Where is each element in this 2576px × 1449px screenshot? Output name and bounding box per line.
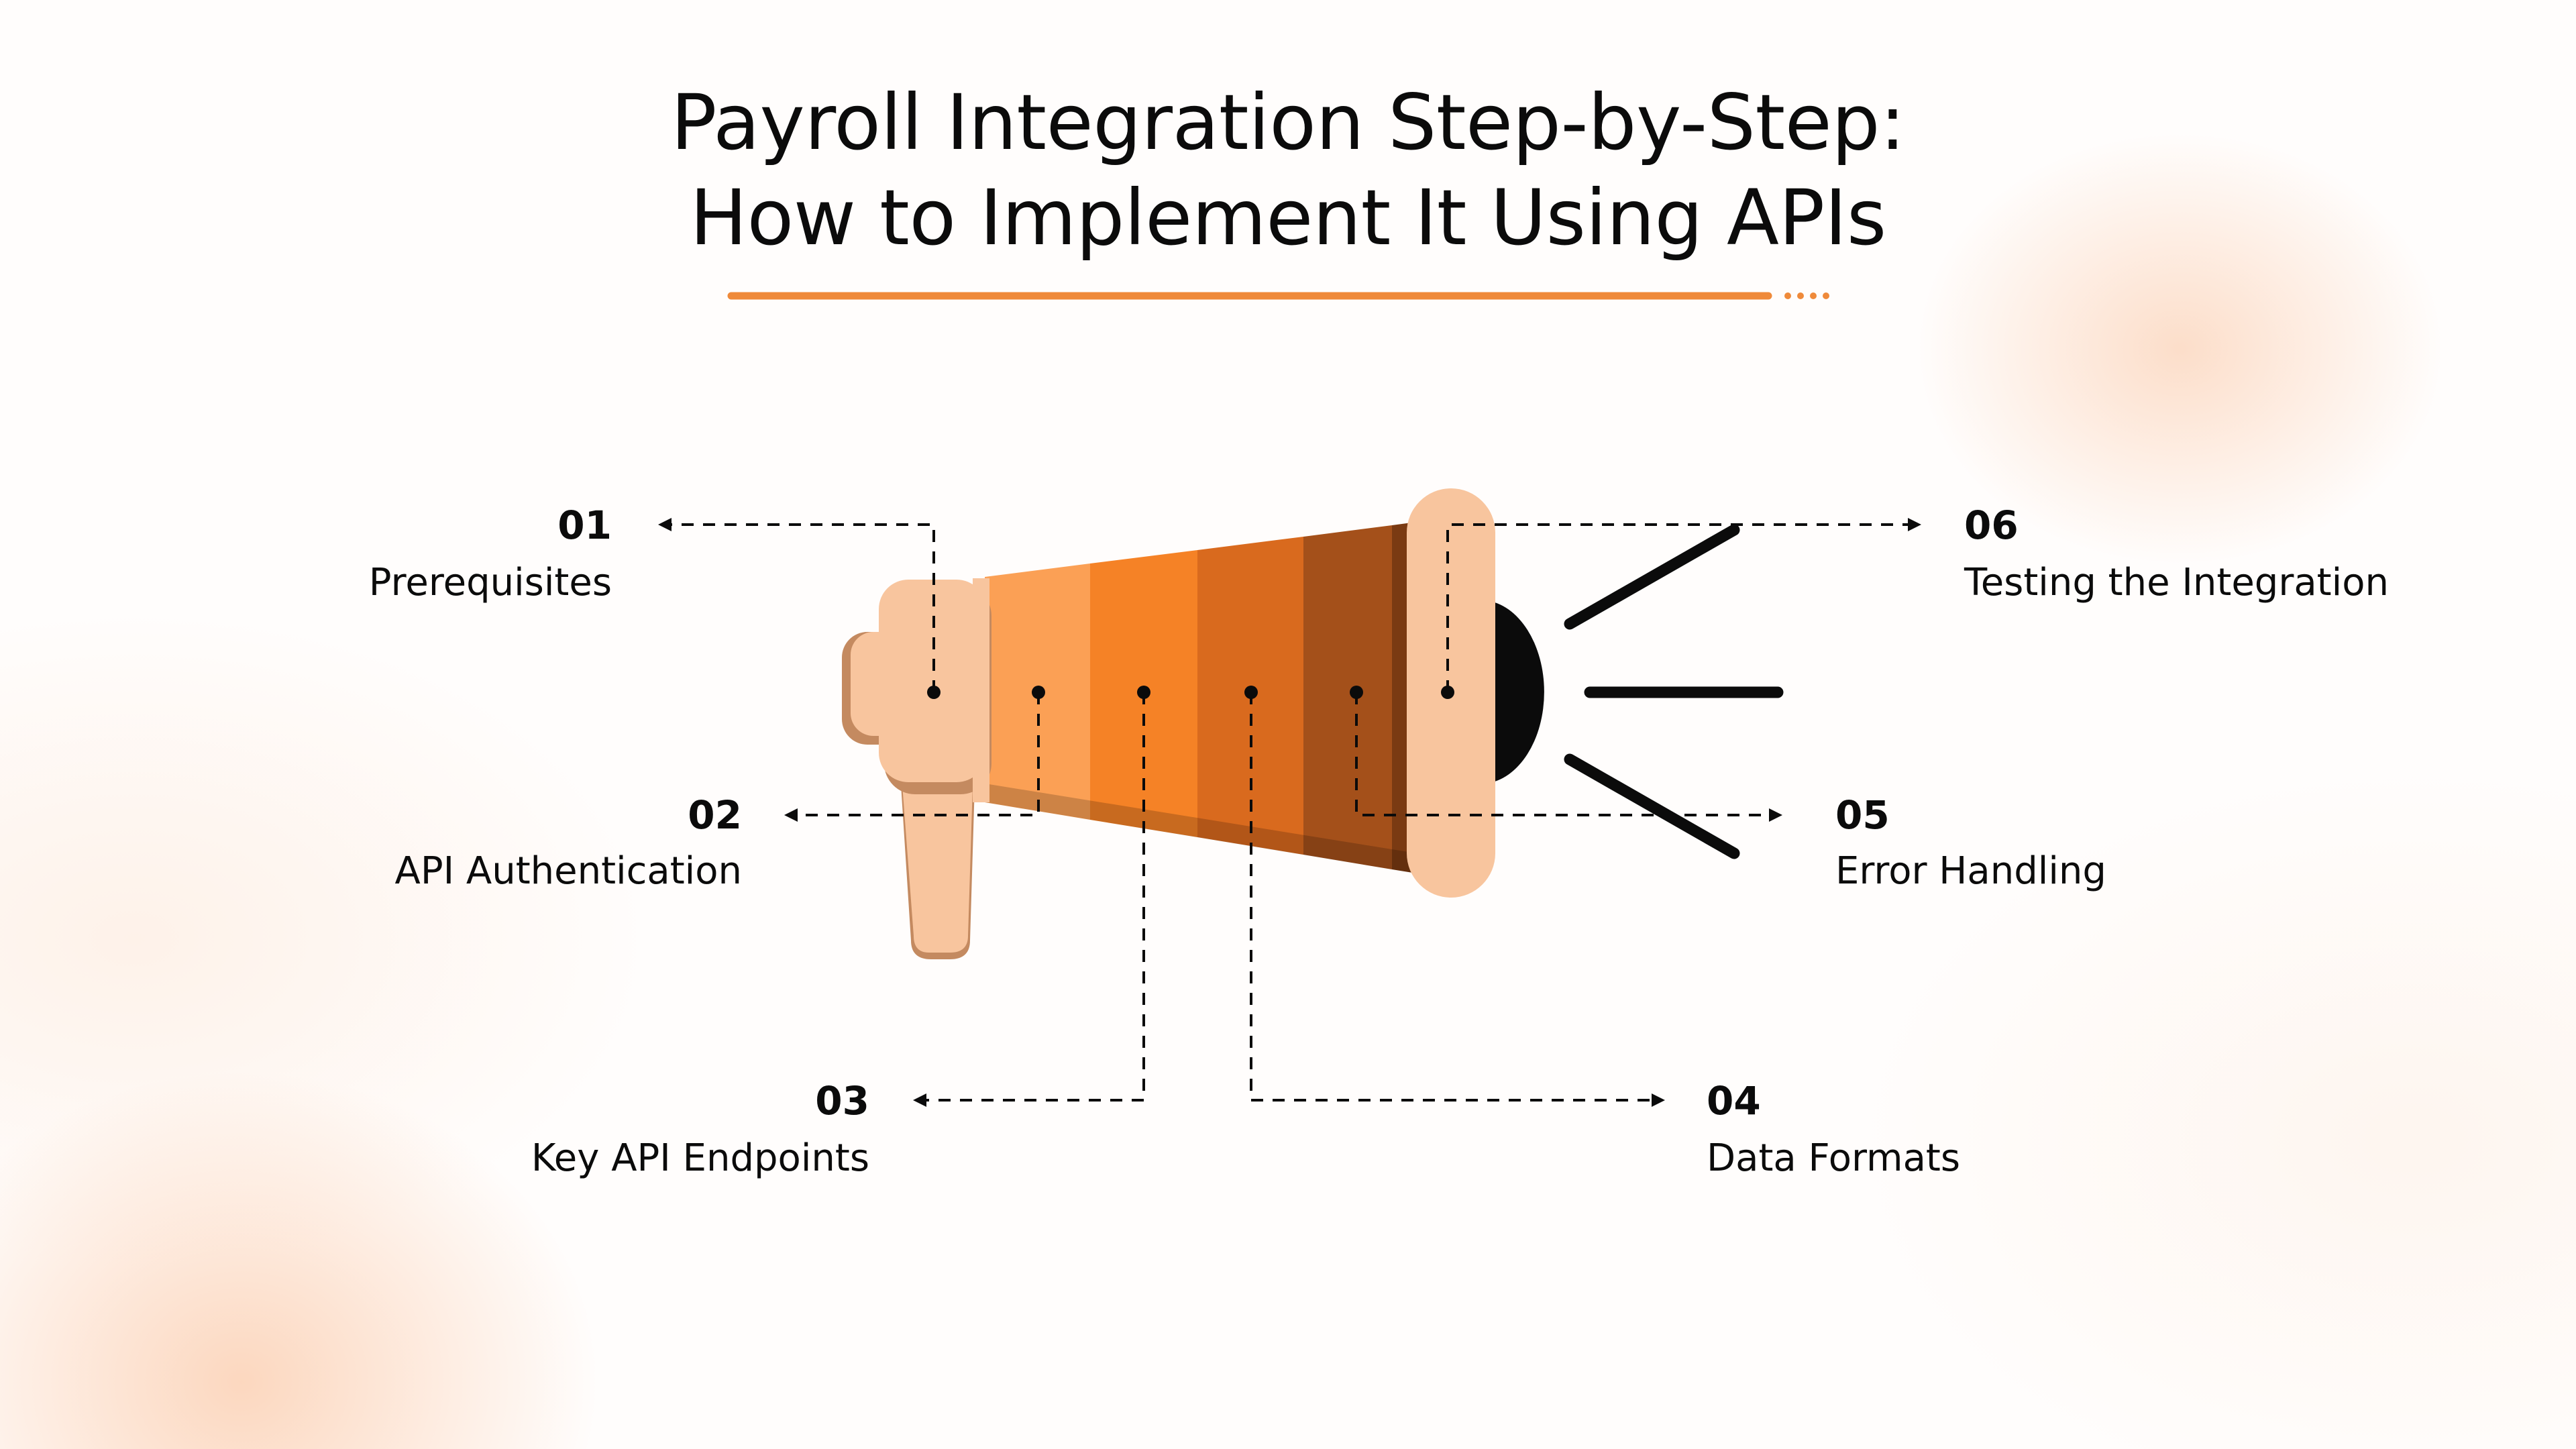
title-underline-dot xyxy=(1784,292,1791,299)
step-label-testing-the-integration: Testing the Integration xyxy=(1964,561,2389,604)
connector-dot-06 xyxy=(1441,686,1454,699)
connector-03 xyxy=(913,692,1145,1107)
horn-bottom-shade xyxy=(985,784,1417,873)
title-underline xyxy=(727,292,1829,300)
title-underline-dot xyxy=(1823,292,1829,299)
sound-line-top xyxy=(1564,524,1740,630)
step-number-05: 05 xyxy=(1835,792,1890,838)
step-number-03: 03 xyxy=(815,1078,869,1124)
step-number-04: 04 xyxy=(1707,1078,1761,1124)
page-title: Payroll Integration Step-by-Step: How to… xyxy=(0,75,2576,266)
connector-dot-03 xyxy=(1137,686,1150,699)
step-number-01: 01 xyxy=(557,502,612,548)
connector-dot-04 xyxy=(1244,686,1258,699)
title-underline-dot xyxy=(1797,292,1804,299)
neck-ring xyxy=(973,578,989,802)
step-label-key-api-endpoints: Key API Endpoints xyxy=(531,1136,869,1180)
connector-dot-05 xyxy=(1350,686,1363,699)
horn-stripe-4 xyxy=(1303,525,1392,869)
connector-04 xyxy=(1250,692,1665,1107)
megaphone-icon xyxy=(842,488,1784,959)
connector-dot-02 xyxy=(1032,686,1045,699)
connector-dot-01 xyxy=(927,686,941,699)
connectors xyxy=(658,518,1921,1107)
title-line-2: How to Implement It Using APIs xyxy=(690,173,1886,262)
step-label-prerequisites: Prerequisites xyxy=(368,561,612,604)
step-number-02: 02 xyxy=(688,792,742,838)
step-label-error-handling: Error Handling xyxy=(1835,849,2106,893)
title-line-1: Payroll Integration Step-by-Step: xyxy=(670,78,1906,167)
step-number-06: 06 xyxy=(1964,502,2019,548)
connector-06 xyxy=(1446,518,1921,692)
handle xyxy=(902,785,973,953)
step-label-data-formats: Data Formats xyxy=(1707,1136,1961,1180)
speaker-cap xyxy=(1486,600,1544,784)
connector-02 xyxy=(784,692,1040,822)
sound-line-bottom xyxy=(1564,753,1740,859)
step-label-api-authentication: API Authentication xyxy=(394,849,742,893)
title-underline-dot xyxy=(1810,292,1817,299)
connector-01 xyxy=(658,518,935,692)
